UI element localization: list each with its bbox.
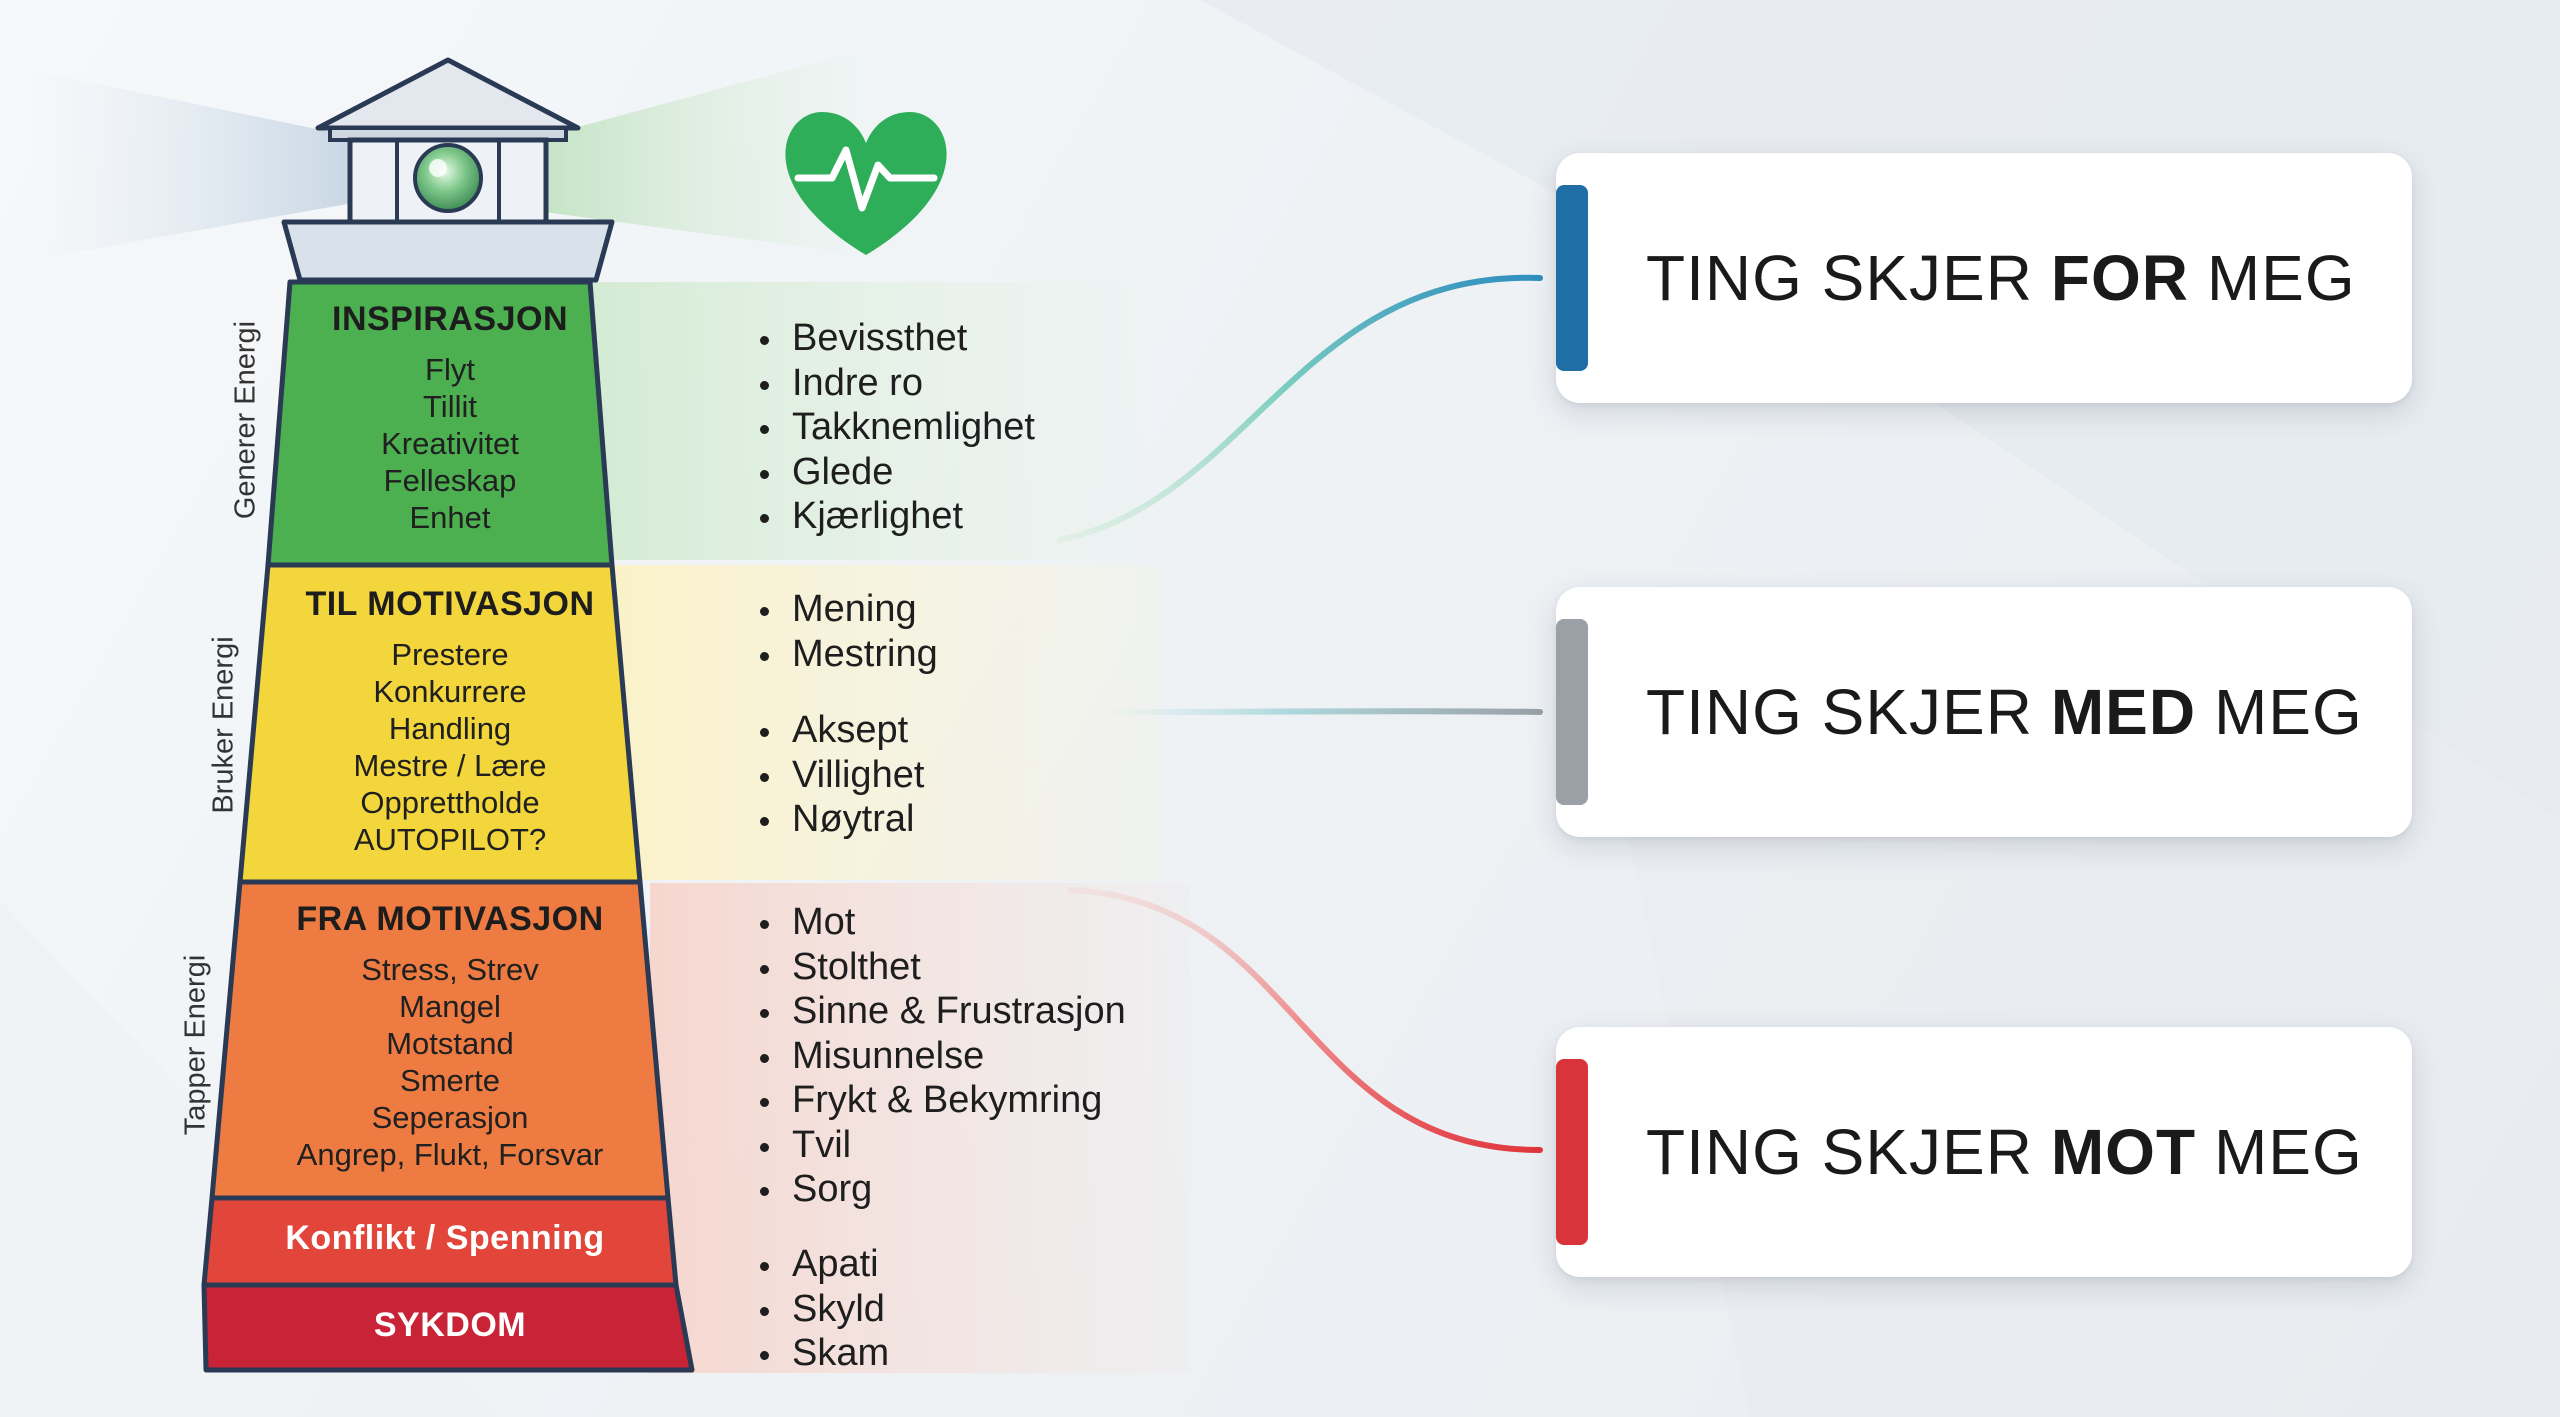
level-item: Handling [388, 711, 512, 746]
list-item: Skyld [760, 1287, 889, 1332]
bullet-list-orange: Mot Stolthet Sinne & Frustrasjon Misunne… [760, 900, 1126, 1212]
list-item: Villighet [760, 753, 924, 798]
bullet-list-red: Apati Skyld Skam [760, 1242, 889, 1376]
card-emphasis: FOR [2050, 242, 2189, 314]
card-suffix: MEG [2213, 676, 2363, 748]
level-title: INSPIRASJON [332, 300, 568, 338]
card-emphasis: MED [2050, 676, 2197, 748]
list-item: Misunnelse [760, 1034, 1126, 1079]
level-inspirasjon-text: INSPIRASJON Flyt Tillit Kreativitet Fell… [300, 300, 600, 536]
level-items: Prestere Konkurrere Handling Mestre / Læ… [270, 636, 630, 858]
list-item: Skam [760, 1331, 889, 1376]
connector-bottom [1067, 887, 1543, 1153]
list-item: Indre ro [760, 361, 1035, 406]
connector-middle [1107, 708, 1543, 715]
band-konflikt-label: Konflikt / Spenning [285, 1219, 605, 1257]
heart-pulse-icon [785, 112, 947, 255]
level-title: TIL MOTIVASJON [305, 585, 595, 623]
level-items: Flyt Tillit Kreativitet Felleskap Enhet [300, 351, 600, 536]
bullet-list-yellow-top: Mening Mestring [760, 587, 938, 676]
level-item: Flyt [425, 352, 475, 387]
card-accent [1556, 185, 1588, 371]
level-item: Seperasjon [371, 1100, 529, 1135]
list-item: Kjærlighet [760, 494, 1035, 539]
card-text: TING SKJER MED MEG [1646, 587, 2363, 837]
list-item: Apati [760, 1242, 889, 1287]
list-item: Nøytral [760, 797, 924, 842]
level-title: FRA MOTIVASJON [296, 900, 604, 938]
level-item: Opprettholde [360, 785, 540, 820]
band-sykdom [201, 1282, 695, 1373]
card-prefix: TING SKJER [1646, 676, 2033, 748]
card-prefix: TING SKJER [1646, 1116, 2033, 1188]
level-item: Motstand [386, 1026, 514, 1061]
list-item: Aksept [760, 708, 924, 753]
card-emphasis: MOT [2050, 1116, 2197, 1188]
list-item: Mening [760, 587, 938, 632]
bullet-list-green: Bevissthet Indre ro Takknemlighet Glede … [760, 316, 1035, 539]
band-sykdom-label: SYKDOM [373, 1306, 527, 1344]
list-item: Mot [760, 900, 1126, 945]
list-item: Takknemlighet [760, 405, 1035, 450]
side-label-tapper: Tapper Energi [179, 954, 212, 1136]
card-med-meg: TING SKJER MED MEG [1556, 587, 2412, 837]
level-item: Mestre / Lære [353, 748, 547, 783]
list-item: Glede [760, 450, 1035, 495]
lighthouse-gallery [281, 219, 615, 283]
tint-green [560, 282, 1140, 560]
list-item: Sorg [760, 1167, 1126, 1212]
level-item: Tillit [423, 389, 477, 424]
card-mot-meg: TING SKJER MOT MEG [1556, 1027, 2412, 1277]
light-beam-left [30, 70, 370, 260]
lighthouse-lamp-icon [413, 143, 483, 213]
card-for-meg: TING SKJER FOR MEG [1556, 153, 2412, 403]
level-item: AUTOPILOT? [353, 822, 547, 857]
level-item: Prestere [391, 637, 509, 672]
level-item: Enhet [409, 500, 491, 535]
card-text: TING SKJER FOR MEG [1646, 153, 2356, 403]
level-item: Kreativitet [381, 426, 519, 461]
level-item: Angrep, Flukt, Forsvar [296, 1137, 604, 1172]
list-item: Stolthet [760, 945, 1126, 990]
card-text: TING SKJER MOT MEG [1646, 1027, 2363, 1277]
level-item: Konkurrere [373, 674, 527, 709]
level-items: Stress, Strev Mangel Motstand Smerte Sep… [245, 951, 655, 1173]
level-item: Stress, Strev [361, 952, 539, 987]
list-item: Tvil [760, 1123, 1126, 1168]
card-prefix: TING SKJER [1646, 242, 2033, 314]
list-item: Sinne & Frustrasjon [760, 989, 1126, 1034]
card-accent [1556, 619, 1588, 805]
level-item: Mangel [399, 989, 501, 1024]
side-label-generer: Generer Energi [229, 320, 262, 520]
level-item: Smerte [400, 1063, 500, 1098]
list-item: Bevissthet [760, 316, 1035, 361]
connector-top [1057, 274, 1543, 543]
tint-yellow [600, 565, 1160, 880]
card-accent [1556, 1059, 1588, 1245]
card-suffix: MEG [2206, 242, 2356, 314]
list-item: Frykt & Bekymring [760, 1078, 1126, 1123]
list-item: Mestring [760, 632, 938, 677]
level-til-motivasjon-text: TIL MOTIVASJON Prestere Konkurrere Handl… [270, 585, 630, 858]
bullet-list-yellow-bottom: Aksept Villighet Nøytral [760, 708, 924, 842]
tint-red [650, 883, 1190, 1373]
card-suffix: MEG [2213, 1116, 2363, 1188]
level-item: Felleskap [383, 463, 517, 498]
side-label-bruker: Bruker Energi [207, 636, 240, 814]
level-fra-motivasjon-text: FRA MOTIVASJON Stress, Strev Mangel Mots… [245, 900, 655, 1173]
